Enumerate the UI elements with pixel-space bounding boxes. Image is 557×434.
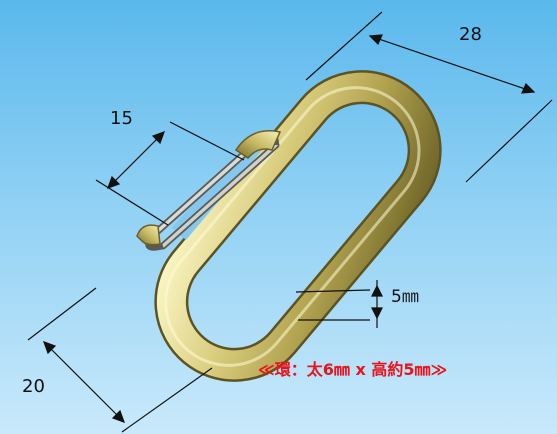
dimension-length xyxy=(305,11,553,183)
thickness-label: 5㎜ xyxy=(391,287,419,307)
gate-label: 15 xyxy=(110,108,133,129)
spec-note: ≪環：太6㎜ x 高約5㎜≫ xyxy=(258,360,448,379)
width-label: 20 xyxy=(22,376,45,397)
dimension-width xyxy=(27,287,213,433)
snap-hook xyxy=(136,70,442,382)
dimension-thickness xyxy=(295,280,383,328)
dimension-gate xyxy=(95,121,245,226)
length-label: 28 xyxy=(459,24,482,45)
